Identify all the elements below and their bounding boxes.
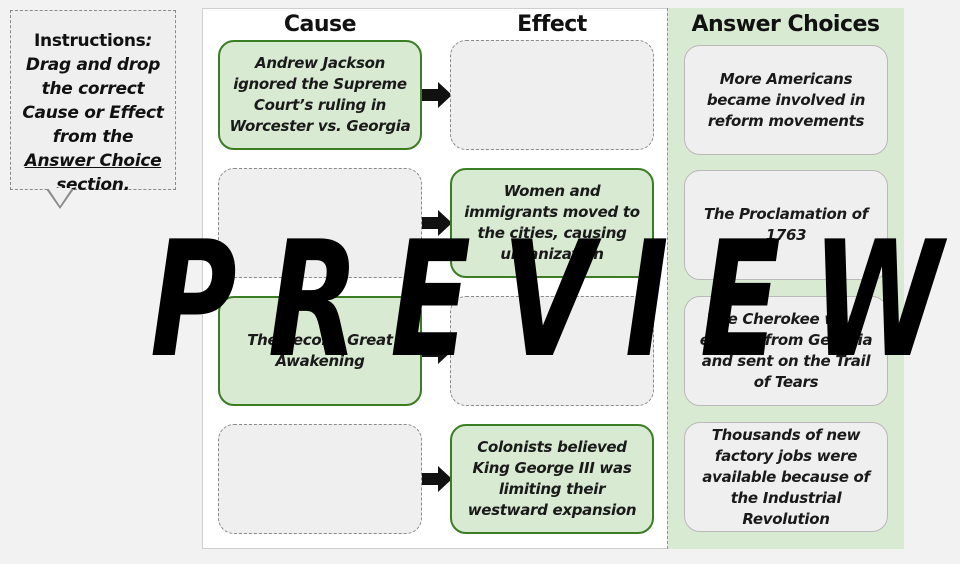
cause-header: Cause (283, 12, 357, 37)
cause-box-3[interactable]: The Second Great Awakening (218, 296, 422, 406)
answer-choice-1[interactable]: More Americans became involved in reform… (684, 45, 888, 155)
effect-dropzone-1[interactable] (450, 40, 654, 150)
answer-choice-2[interactable]: The Proclamation of 1763 (684, 170, 888, 280)
arrow-right-icon (422, 82, 452, 108)
cause-dropzone-4[interactable] (218, 424, 422, 534)
effect-dropzone-3[interactable] (450, 296, 654, 406)
effect-box-2[interactable]: Women and immigrants moved to the cities… (450, 168, 654, 278)
instructions-line2: section. (56, 175, 130, 195)
instructions-callout: Instructions: Drag and drop the correct … (10, 10, 176, 195)
instructions-answer-choice-link: Answer Choice (24, 151, 162, 171)
arrow-right-icon (422, 210, 452, 236)
instructions-line1: Drag and drop the correct Cause or Effec… (22, 55, 164, 147)
arrow-right-icon (422, 466, 452, 492)
instructions-title: Instructions (34, 31, 146, 51)
answer-choices-header: Answer Choices (691, 12, 880, 37)
arrow-right-icon (422, 338, 452, 364)
callout-tail-inner (48, 188, 72, 206)
effect-box-4[interactable]: Colonists believed King George III was l… (450, 424, 654, 534)
answer-choice-4[interactable]: Thousands of new factory jobs were avail… (684, 422, 888, 532)
answer-choice-3[interactable]: The Cherokee were evicted from Georgia a… (684, 296, 888, 406)
effect-header: Effect (517, 12, 587, 37)
cause-dropzone-2[interactable] (218, 168, 422, 278)
cause-box-1[interactable]: Andrew Jackson ignored the Supreme Court… (218, 40, 422, 150)
